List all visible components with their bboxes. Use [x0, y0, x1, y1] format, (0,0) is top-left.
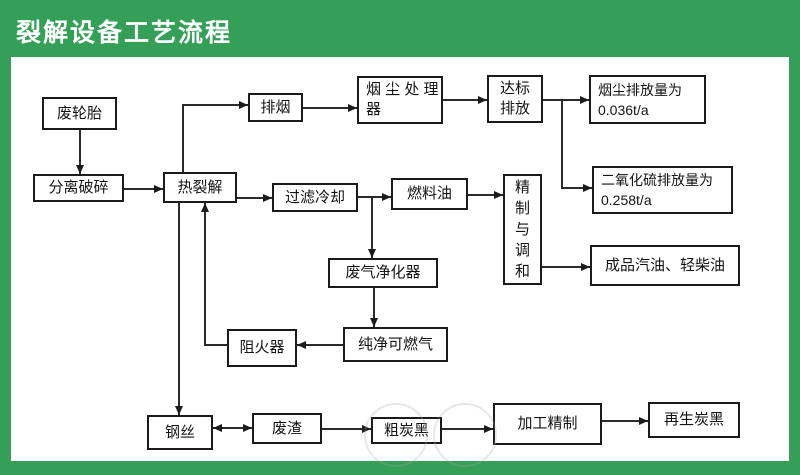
arrowhead-right-icon [263, 193, 272, 202]
arrowhead-up-icon [200, 203, 209, 212]
flow-node-refine-blend-line: 与 [514, 221, 530, 238]
arrowhead-right-icon [580, 95, 589, 104]
flow-connector-line [443, 99, 487, 101]
flow-connector-line [371, 196, 373, 258]
arrowhead-down-icon [75, 165, 84, 174]
flow-node-refine-blend-line: 和 [514, 263, 530, 280]
flow-node-pure-gas: 纯净可燃气 [343, 327, 448, 362]
flow-node-waste-tire: 废轮胎 [42, 97, 117, 130]
flow-node-pyrolysis-line: 热裂解 [177, 178, 223, 196]
flow-connector-line [303, 107, 357, 109]
flow-connector-line [204, 203, 206, 344]
flow-connector-line [561, 187, 592, 189]
flow-connector-line [213, 427, 252, 429]
flow-connector-line [182, 104, 248, 106]
arrowhead-right-icon [478, 95, 487, 104]
arrowhead-right-icon [382, 192, 391, 201]
flow-node-smoke-exhaust: 排烟 [248, 93, 303, 122]
page-title: 裂解设备工艺流程 [16, 19, 233, 47]
flow-node-so2-emission-line: 二氧化硫排放量为 [601, 172, 713, 188]
arrowhead-left-icon [213, 423, 222, 432]
flow-node-steel-wire: 钢丝 [147, 415, 213, 450]
flow-connector-line [358, 196, 391, 198]
flow-node-dust-emission: 烟尘排放量为 0.036t/a [589, 75, 706, 124]
arrowhead-right-icon [348, 103, 357, 112]
flow-node-fuel-oil-line: 燃料油 [406, 185, 452, 202]
flow-node-standard-discharge-line: 达标 [499, 80, 530, 97]
watermark-circle [433, 403, 497, 467]
flow-connector-line [178, 203, 180, 415]
flow-node-flame-arrester: 阻火器 [227, 329, 297, 367]
flow-node-waste-residue: 废渣 [252, 413, 322, 444]
watermark-circle [364, 403, 428, 467]
flow-node-refine-blend-line: 制 [514, 200, 530, 217]
flow-connector-line [373, 288, 375, 327]
flow-node-regen-carbon-black-line: 再生炭黑 [663, 411, 724, 428]
flow-node-regen-carbon-black: 再生炭黑 [648, 402, 740, 438]
flow-connector-line [322, 428, 371, 430]
arrowhead-left-icon [297, 340, 306, 349]
flow-node-smoke-exhaust-line: 排烟 [260, 98, 291, 116]
flow-connector-line [297, 344, 343, 346]
flow-node-refine-blend: 精制与调和 [503, 174, 542, 285]
arrowhead-down-icon [174, 406, 183, 415]
arrowhead-right-icon [239, 100, 248, 109]
flow-connector-line [561, 99, 563, 187]
flow-node-process-refine-line: 加工精制 [517, 415, 578, 432]
flow-node-pyrolysis: 热裂解 [163, 172, 237, 203]
flow-node-waste-tire-line: 废轮胎 [56, 104, 102, 122]
arrowhead-right-icon [494, 190, 503, 199]
flow-node-finished-oil: 成品汽油、轻柴油 [590, 245, 740, 286]
flow-node-flame-arrester-line: 阻火器 [239, 339, 285, 356]
arrowhead-down-icon [367, 249, 376, 258]
flow-node-dust-processor-line: 烟 尘 处 理 [366, 81, 439, 98]
flow-connector-line [124, 188, 163, 190]
flow-node-filter-cooling: 过滤冷却 [272, 183, 358, 212]
arrowhead-right-icon [583, 183, 592, 192]
flow-node-waste-residue-line: 废渣 [271, 419, 302, 437]
flow-node-steel-wire-line: 钢丝 [164, 423, 195, 441]
flow-connector-line [602, 420, 648, 422]
flow-connector-line [79, 130, 81, 174]
flow-node-so2-emission: 二氧化硫排放量为 0.258t/a [592, 166, 733, 214]
flow-node-pure-gas-line: 纯净可燃气 [357, 335, 433, 353]
flow-connector-line [542, 266, 590, 268]
flow-connector-line [182, 104, 184, 172]
arrowhead-right-icon [154, 184, 163, 193]
flow-node-standard-discharge-line: 排放 [499, 100, 530, 117]
arrowhead-right-icon [243, 423, 252, 432]
flow-node-filter-cooling-line: 过滤冷却 [284, 188, 345, 206]
flow-connector-line [204, 344, 227, 346]
flow-node-dust-emission-line: 烟尘排放量为 [598, 81, 682, 98]
flow-node-separate-crush: 分离破碎 [33, 174, 124, 202]
flow-node-dust-processor-line: 器 [366, 101, 382, 118]
arrowhead-down-icon [369, 318, 378, 327]
flow-node-fuel-oil: 燃料油 [391, 178, 468, 210]
flow-node-gas-purifier: 废气净化器 [328, 258, 438, 288]
flow-node-so2-emission-line: 0.258t/a [601, 192, 652, 208]
arrowhead-right-icon [639, 416, 648, 425]
flow-node-refine-blend-line: 精 [514, 179, 530, 196]
flow-node-standard-discharge: 达标排放 [487, 75, 543, 123]
flow-node-dust-processor: 烟 尘 处 理器 [357, 76, 443, 124]
flow-connector-line [543, 99, 589, 101]
flow-node-finished-oil-line: 成品汽油、轻柴油 [604, 256, 725, 274]
arrowhead-right-icon [581, 262, 590, 271]
flow-node-gas-purifier-line: 废气净化器 [345, 264, 421, 281]
flow-node-dust-emission-line: 0.036t/a [598, 101, 649, 118]
flow-node-refine-blend-line: 调 [514, 242, 530, 259]
flow-connector-line [237, 197, 272, 199]
flow-node-separate-crush-line: 分离破碎 [48, 179, 109, 196]
flow-node-process-refine: 加工精制 [493, 403, 602, 445]
flow-connector-line [468, 194, 503, 196]
